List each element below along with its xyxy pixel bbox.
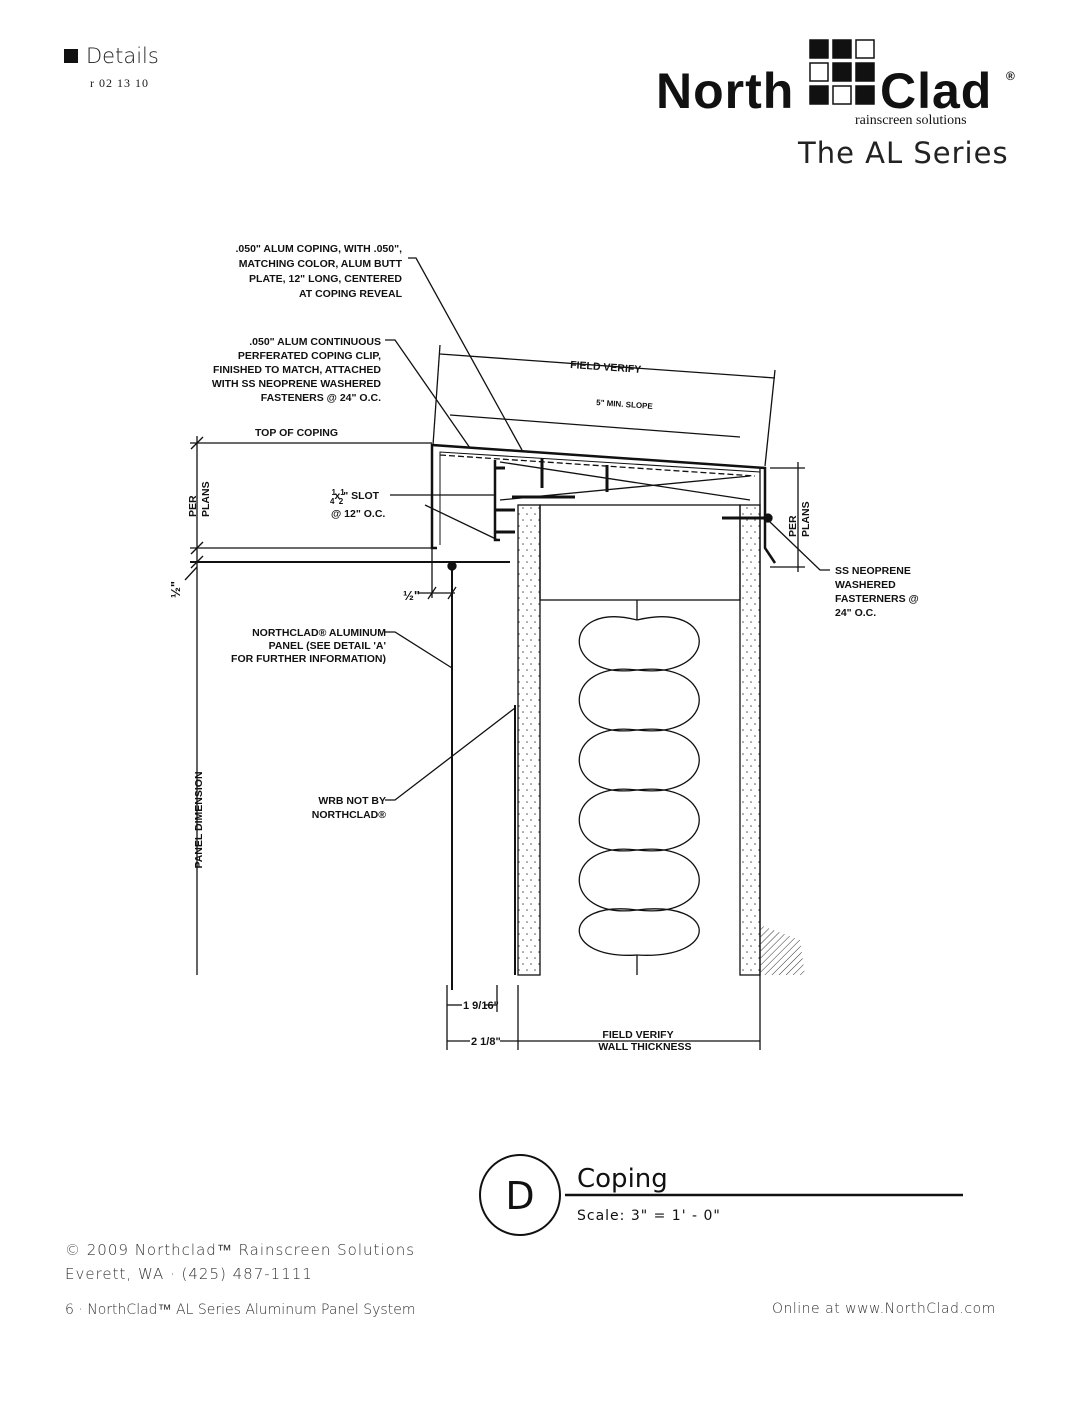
callout-fasteners-line: 24" O.C. <box>835 607 876 619</box>
panel-dimension-label: PANEL DIMENSION <box>193 771 205 868</box>
callout-coping-line: MATCHING COLOR, ALUM BUTT <box>239 258 403 270</box>
callout-wrb-line: WRB NOT BY <box>318 795 386 807</box>
per-plans-label: PLANS <box>200 481 212 517</box>
website-link[interactable]: Online at www.NorthClad.com <box>772 1301 996 1317</box>
slot-x: x <box>334 490 340 502</box>
callout-clip-line: FASTENERS @ 24" O.C. <box>261 392 381 404</box>
callout-coping-line: AT COPING REVEAL <box>299 288 403 300</box>
callout-fasteners-line: WASHERED <box>835 579 896 591</box>
square-bullet-icon <box>64 49 78 63</box>
per-plans-label: PLANS <box>800 501 812 537</box>
page-footer: 6 · NorthClad™ AL Series Aluminum Panel … <box>65 1302 416 1318</box>
callout-coping-line: .050" ALUM COPING, WITH .050", <box>235 243 402 255</box>
section-label: Details <box>86 44 159 68</box>
svg-text:PERPLANS: PERPLANS <box>187 481 212 517</box>
wall-thickness-label: FIELD VERIFY <box>602 1029 673 1041</box>
dim-half-inch-vertical: ½" <box>168 581 183 598</box>
callout-fasteners-line: FASTERNERS @ <box>835 593 919 605</box>
per-plans-label: PER <box>187 495 199 517</box>
callout-wrb-line: NORTHCLAD® <box>312 809 386 821</box>
wall-thickness-label: WALL THICKNESS <box>598 1041 691 1053</box>
copyright: © 2009 Northclad™ Rainscreen Solutions <box>65 1241 416 1259</box>
slot-fraction: 1 <box>340 488 345 497</box>
detail-title: Coping <box>577 1164 668 1194</box>
per-plans-label: PER <box>787 515 799 537</box>
svg-text:.050" ALUM COPING, WITH .050",: .050" ALUM COPING, WITH .050", MATCHING C… <box>235 243 402 300</box>
slot-fraction: 4 <box>330 497 335 506</box>
section-header: Details <box>64 44 159 68</box>
detail-letter: D <box>505 1174 534 1218</box>
callout-panel-line: FOR FURTHER INFORMATION) <box>231 653 386 665</box>
dim-half-inch: ½" <box>403 588 420 603</box>
logo-registered: ® <box>1006 69 1015 83</box>
min-slope-label: 5" MIN. SLOPE <box>596 398 654 411</box>
callout-clip-line: WITH SS NEOPRENE WASHERED <box>212 378 382 390</box>
top-of-coping-label: TOP OF COPING <box>255 427 338 439</box>
callout-clip-line: PERFERATED COPING CLIP, <box>238 350 381 362</box>
detail-scale: Scale: 3" = 1' - 0" <box>577 1208 721 1224</box>
callout-panel-line: PANEL (SEE DETAIL 'A' <box>269 640 386 652</box>
slot-fraction: 2 <box>339 497 344 506</box>
northclad-logo: North Clad ® rainscreen solutions <box>656 39 1015 128</box>
address: Everett, WA · (425) 487-1111 <box>65 1265 313 1283</box>
dim-1-9-16: 1 9/16" <box>463 1000 499 1012</box>
logo-tagline: rainscreen solutions <box>855 113 967 128</box>
logo-north: North <box>656 63 794 119</box>
detail-title-block: D Coping Scale: 3" = 1' - 0" <box>479 1154 963 1236</box>
logo-grid-icon <box>809 39 875 105</box>
slot-label: " SLOT <box>343 490 379 502</box>
field-verify-label: FIELD VERIFY <box>570 359 642 376</box>
detail-marker-circle <box>479 1154 561 1236</box>
revision-code: r 02 13 10 <box>90 76 149 90</box>
callout-clip-line: .050" ALUM CONTINUOUS <box>249 336 381 348</box>
callout-coping-line: PLATE, 12" LONG, CENTERED <box>249 273 402 285</box>
slot-spacing: @ 12" O.C. <box>331 508 385 520</box>
series-title: The AL Series <box>798 136 1009 170</box>
callout-clip-line: FINISHED TO MATCH, ATTACHED <box>213 364 381 376</box>
logo-clad: Clad <box>880 63 992 119</box>
callout-fasteners-line: SS NEOPRENE <box>835 565 911 577</box>
svg-text:PERPLANS: PERPLANS <box>787 501 812 537</box>
dim-2-1-8: 2 1/8" <box>471 1036 501 1048</box>
coping-detail-drawing: .050" ALUM COPING, WITH .050", MATCHING C… <box>168 243 919 1053</box>
slot-fraction: 1 <box>332 488 337 497</box>
callout-panel-line: NORTHCLAD® ALUMINUM <box>252 627 386 639</box>
